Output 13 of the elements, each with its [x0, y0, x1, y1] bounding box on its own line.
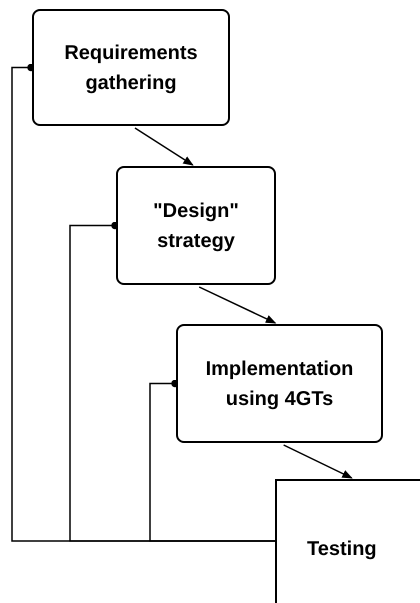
- feedback-connector: [149, 380, 275, 542]
- process-box: [176, 324, 383, 443]
- process-box: [116, 166, 276, 285]
- process-box: [275, 479, 420, 603]
- process-box: [32, 9, 230, 126]
- arrow: [198, 286, 276, 324]
- feedback-connector: [11, 64, 275, 542]
- process-label: Testing: [307, 537, 377, 562]
- process-label: "Design" strategy: [152, 198, 240, 254]
- arrow: [283, 444, 353, 479]
- process-label: Implementation using 4GTs: [204, 356, 354, 412]
- arrow: [134, 127, 194, 166]
- process-label: Requirements gathering: [63, 40, 199, 96]
